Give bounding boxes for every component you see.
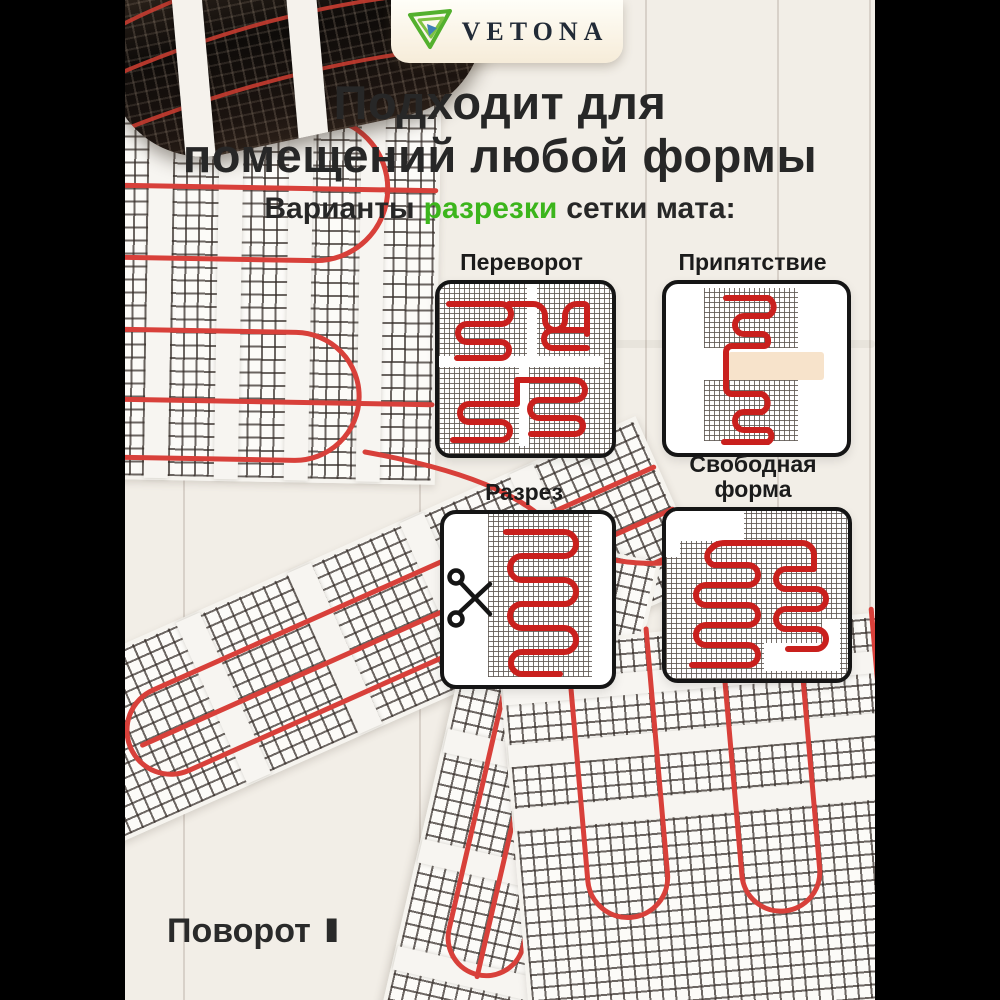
page-title-line2: помещений любой формы bbox=[182, 129, 818, 182]
subtitle-highlight: разрезки bbox=[423, 192, 558, 225]
diagram-cable bbox=[446, 301, 590, 443]
wall-seam bbox=[419, 0, 421, 1000]
mesh-cut-gap bbox=[439, 356, 604, 367]
mesh-cut-gap bbox=[519, 367, 529, 446]
diagram-cable bbox=[721, 295, 777, 445]
diagram-cable bbox=[447, 529, 579, 677]
diagram-freeform-title: Свободная форма bbox=[689, 451, 817, 502]
page-title: Подходит для помещений любой формы bbox=[125, 76, 875, 182]
brand-logo-icon bbox=[406, 7, 454, 56]
scissors-icon bbox=[447, 568, 493, 628]
brand-name: VETONA bbox=[461, 16, 609, 46]
diagram-flip-figure bbox=[435, 280, 616, 458]
mesh-cut-gap bbox=[527, 284, 537, 356]
wall-seam bbox=[869, 0, 871, 1000]
text-cursor-bar: I bbox=[322, 912, 341, 950]
diagram-cut-figure bbox=[440, 510, 616, 689]
wall-seam bbox=[777, 0, 779, 1000]
page-title-line1: Подходит для bbox=[333, 76, 667, 129]
diagram-obstacle-figure bbox=[662, 280, 851, 457]
obstacle-block bbox=[728, 352, 824, 380]
diagram-cut-title: Разрез bbox=[485, 479, 563, 505]
subtitle-suffix: сетки мата: bbox=[566, 192, 736, 225]
diagram-flip: Переворот bbox=[435, 249, 616, 458]
photo-content: VETONA Подходит для помещений любой форм… bbox=[125, 0, 875, 1000]
diagram-freeform: Свободная форма bbox=[662, 451, 852, 683]
diagram-cable bbox=[689, 540, 829, 668]
diagram-obstacle-title: Припятствие bbox=[678, 249, 827, 275]
letterbox-left bbox=[0, 0, 125, 1000]
heating-mat-bottom bbox=[497, 606, 875, 1000]
footer-label-row: Поворот I bbox=[167, 912, 341, 951]
mesh-cutout bbox=[666, 511, 680, 557]
footer-label: Поворот bbox=[167, 912, 311, 950]
wall-seam bbox=[183, 0, 185, 1000]
brand-logo-plate: VETONA bbox=[391, 0, 623, 63]
diagram-cut: Разрез bbox=[440, 479, 616, 689]
letterbox-right bbox=[875, 0, 1000, 1000]
diagram-flip-title: Переворот bbox=[460, 249, 583, 275]
subtitle-prefix: Варианты bbox=[264, 192, 415, 225]
diagram-obstacle: Припятствие bbox=[662, 249, 851, 457]
heating-cable bbox=[563, 606, 875, 920]
diagram-freeform-figure bbox=[662, 507, 852, 683]
